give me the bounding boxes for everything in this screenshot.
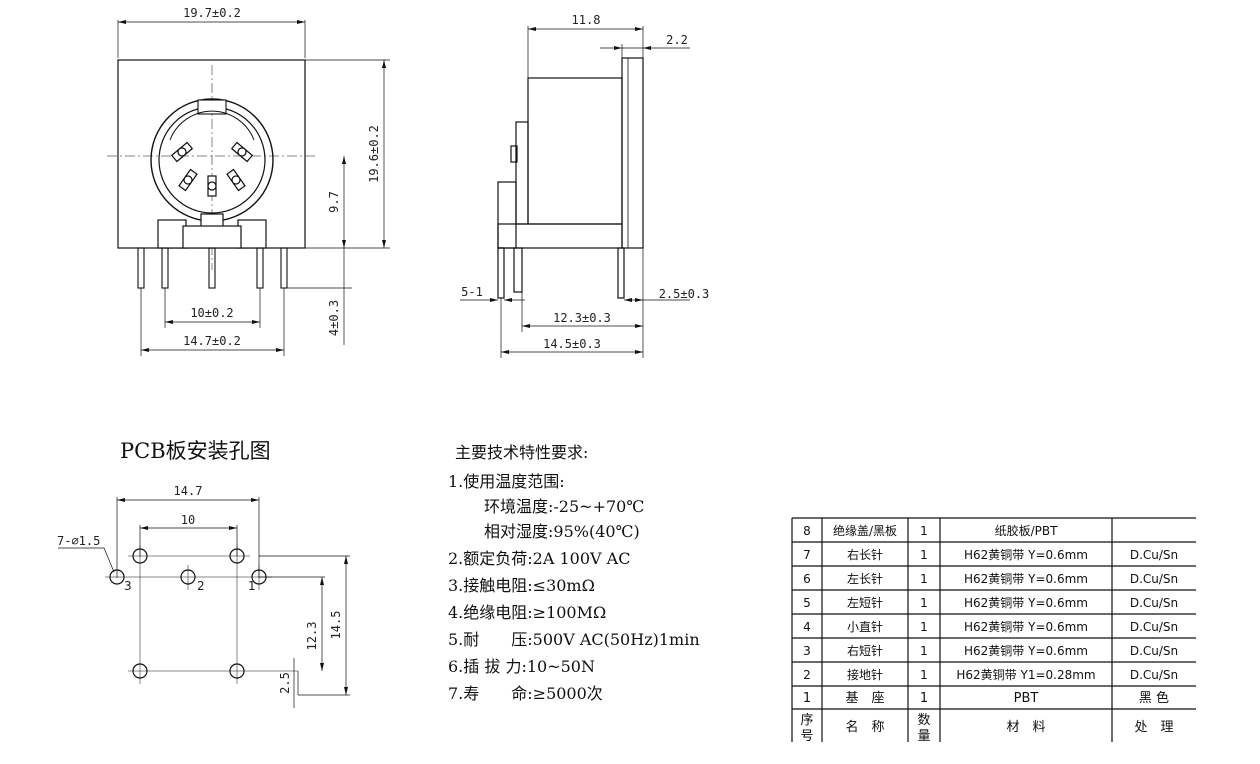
bom-name: 绝缘盖/黑板 xyxy=(833,523,897,538)
pin-label-1: 1 xyxy=(248,579,256,593)
pin-label-3: 3 xyxy=(124,579,132,593)
bom-no: 5 xyxy=(803,596,811,610)
bom-material: H62黄铜带 Y=0.6mm xyxy=(964,619,1088,634)
pcb-holes xyxy=(109,548,267,679)
side-view: 11.8 2.2 5-1 2.5±0.3 xyxy=(460,13,709,358)
spec-line: 4.绝缘电阻:≥100MΩ xyxy=(448,603,606,622)
bom-finish: 黑 色 xyxy=(1139,690,1169,706)
pcb-dim-14-5: 14.5 xyxy=(329,611,343,640)
bom-no: 2 xyxy=(803,668,811,682)
bom-header-qty: 数 xyxy=(917,713,930,728)
front-pin-length-dim: 4±0.3 xyxy=(327,300,341,336)
pin-contacts xyxy=(170,141,254,197)
pcb-inner-span: 10 xyxy=(181,513,195,527)
bom-qty: 1 xyxy=(920,644,928,658)
pcb-dim-2-5: 2.5 xyxy=(278,672,292,694)
bom-finish: D.Cu/Sn xyxy=(1130,620,1178,634)
bom-material: H62黄铜带 Y=0.6mm xyxy=(964,643,1088,658)
bom-no: 4 xyxy=(803,620,811,634)
side-pin-offset-dim: 2.5±0.3 xyxy=(659,287,710,301)
bom-name: 左长针 xyxy=(847,571,883,586)
bom-finish: D.Cu/Sn xyxy=(1130,668,1178,682)
bom-qty: 1 xyxy=(920,691,928,706)
spec-line: 相对湿度:95%(40℃) xyxy=(484,522,640,541)
bom-qty: 1 xyxy=(920,524,928,538)
bom-finish: D.Cu/Sn xyxy=(1130,644,1178,658)
bom-material: 纸胶板/PBT xyxy=(995,523,1059,538)
bom-table: 8 绝缘盖/黑板 1 纸胶板/PBT 7 右长针 1 H62黄铜带 Y=0.6m… xyxy=(791,517,1196,744)
bom-header-finish: 处 理 xyxy=(1134,720,1173,735)
bom-header-qty: 量 xyxy=(917,729,930,744)
spec-line: 1.使用温度范围: xyxy=(448,472,565,491)
bom-header-no: 号 xyxy=(800,729,813,744)
spec-line: 6.插 拔 力:10~50N xyxy=(448,657,595,676)
bom-name: 右短针 xyxy=(847,643,883,658)
side-pin-spacing-dim: 12.3±0.3 xyxy=(553,311,611,325)
bom-qty: 1 xyxy=(920,548,928,562)
spec-line: 7.寿 命:≥5000次 xyxy=(448,684,603,703)
bom-material: H62黄铜带 Y=0.6mm xyxy=(964,571,1088,586)
bom-qty: 1 xyxy=(920,620,928,634)
bom-header-no: 序 xyxy=(800,713,813,728)
bom-name: 左短针 xyxy=(847,595,883,610)
front-view: 19.7±0.2 xyxy=(107,6,390,356)
spec-line: 2.额定负荷:2A 100V AC xyxy=(448,549,630,568)
bom-material: PBT xyxy=(1014,691,1039,706)
spec-line: 环境温度:-25~+70℃ xyxy=(484,497,644,516)
bom-header-material: 材 料 xyxy=(1006,720,1045,735)
pcb-layout-title: PCB板安装孔图 xyxy=(120,439,271,463)
front-outer-span-dim: 14.7±0.2 xyxy=(183,334,241,348)
side-tab-dim: 5-1 xyxy=(461,285,483,299)
bom-no: 7 xyxy=(803,548,811,562)
bom-finish: D.Cu/Sn xyxy=(1130,572,1178,586)
spec-block: 主要技术特性要求: 1.使用温度范围: 环境温度:-25~+70℃ 相对湿度:9… xyxy=(448,443,700,703)
front-pins xyxy=(137,247,288,289)
spec-line: 5.耐 压:500V AC(50Hz)1min xyxy=(448,630,700,649)
front-height-dim: 19.6±0.2 xyxy=(367,125,381,183)
key-notch xyxy=(197,99,227,115)
bom-material: H62黄铜带 Y1=0.28mm xyxy=(956,667,1095,682)
bom-qty: 1 xyxy=(920,596,928,610)
bom-name: 接地针 xyxy=(847,667,883,682)
front-center-dim: 9.7 xyxy=(327,191,341,213)
side-flange-dim: 2.2 xyxy=(666,33,688,47)
bom-qty: 1 xyxy=(920,668,928,682)
front-inner-span-dim: 10±0.2 xyxy=(190,306,233,320)
pcb-outer-span: 14.7 xyxy=(174,484,203,498)
bom-name: 右长针 xyxy=(847,547,883,562)
bom-header-name: 名 称 xyxy=(845,719,884,735)
bom-qty: 1 xyxy=(920,572,928,586)
side-overall-dim: 14.5±0.3 xyxy=(543,337,601,351)
front-width-dim: 19.7±0.2 xyxy=(183,6,241,20)
bom-finish: D.Cu/Sn xyxy=(1130,548,1178,562)
bom-no: 1 xyxy=(803,691,811,706)
hole-callout: 7-⌀1.5 xyxy=(57,534,100,548)
pcb-dim-12-3: 12.3 xyxy=(305,622,319,651)
bom-no: 3 xyxy=(803,644,811,658)
pcb-layout: PCB板安装孔图 14.7 10 7-⌀1.5 xyxy=(57,439,350,708)
side-depth-dim: 11.8 xyxy=(572,13,601,27)
bom-material: H62黄铜带 Y=0.6mm xyxy=(964,547,1088,562)
bom-no: 8 xyxy=(803,524,811,538)
pin-label-2: 2 xyxy=(197,579,205,593)
bom-no: 6 xyxy=(803,572,811,586)
bom-finish: D.Cu/Sn xyxy=(1130,596,1178,610)
bom-name: 小直针 xyxy=(847,619,883,634)
spec-heading: 主要技术特性要求: xyxy=(455,443,588,462)
spec-line: 3.接触电阻:≤30mΩ xyxy=(448,576,595,595)
bom-name: 基 座 xyxy=(845,691,884,706)
bom-material: H62黄铜带 Y=0.6mm xyxy=(964,595,1088,610)
